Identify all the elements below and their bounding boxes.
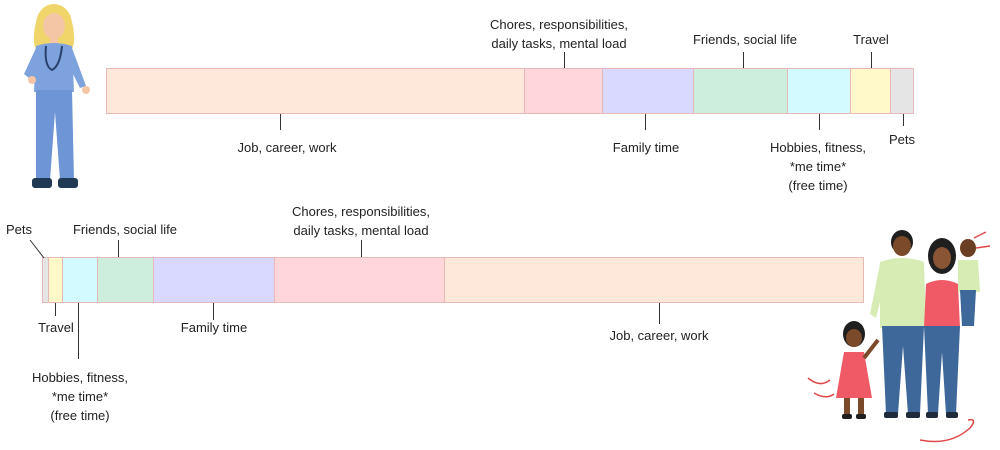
bottom-segment-chores — [275, 258, 446, 302]
bottom-time-bar — [42, 257, 864, 303]
bottom-segment-hobbies — [62, 258, 98, 302]
family-illustration — [807, 230, 991, 443]
bottom-tick-chores — [361, 240, 362, 257]
bottom-tick-job — [659, 303, 660, 324]
bottom-label-travel: Travel — [38, 320, 74, 335]
top-label-hobbies: Hobbies, fitness, *me time* (free time) — [770, 138, 866, 195]
bottom-segment-job — [445, 258, 863, 302]
top-label-pets: Pets — [888, 132, 916, 147]
doctor-woman-illustration — [24, 4, 90, 188]
top-tick-friends — [743, 52, 744, 68]
bottom-label-job: Job, career, work — [609, 328, 709, 343]
bottom-label-friends: Friends, social life — [72, 222, 178, 237]
top-segment-pets — [891, 69, 913, 113]
bottom-tick-family — [213, 303, 214, 320]
top-label-hobbies-line1: Hobbies, fitness, — [769, 140, 867, 155]
top-tick-hobbies — [819, 114, 820, 130]
bottom-segment-friends — [97, 258, 154, 302]
bottom-tick-pets — [29, 239, 45, 259]
bottom-segment-family — [153, 258, 276, 302]
bottom-tick-friends — [118, 240, 119, 257]
top-label-family: Family time — [612, 140, 680, 155]
bottom-label-hobbies: Hobbies, fitness, *me time* (free time) — [32, 368, 128, 425]
bottom-label-chores: Chores, responsibilities, daily tasks, m… — [292, 202, 430, 240]
bottom-label-hobbies-line3: (free time) — [50, 408, 110, 423]
top-label-job: Job, career, work — [237, 140, 337, 155]
top-segment-hobbies — [788, 69, 851, 113]
top-segment-friends — [694, 69, 788, 113]
top-label-hobbies-line3: (free time) — [788, 178, 848, 193]
bottom-label-chores-line2: daily tasks, mental load — [293, 223, 429, 238]
top-tick-job — [280, 114, 281, 130]
top-segment-job — [107, 69, 525, 113]
top-segment-family — [603, 69, 694, 113]
top-segment-chores — [525, 69, 603, 113]
bottom-segment-pets — [43, 258, 49, 302]
bottom-label-hobbies-line2: *me time* — [51, 389, 109, 404]
top-time-bar — [106, 68, 914, 114]
bottom-segment-travel — [48, 258, 63, 302]
bottom-tick-travel — [55, 303, 56, 316]
top-label-hobbies-line2: *me time* — [789, 159, 847, 174]
bottom-label-pets: Pets — [5, 222, 33, 237]
top-tick-chores — [564, 52, 565, 68]
top-label-chores: Chores, responsibilities, daily tasks, m… — [490, 15, 628, 53]
bottom-label-chores-line1: Chores, responsibilities, — [291, 204, 431, 219]
bottom-tick-hobbies — [78, 303, 79, 359]
top-tick-travel — [871, 52, 872, 68]
top-tick-family — [645, 114, 646, 130]
top-label-chores-line1: Chores, responsibilities, — [489, 17, 629, 32]
top-label-travel: Travel — [853, 32, 889, 47]
bottom-label-hobbies-line1: Hobbies, fitness, — [31, 370, 129, 385]
top-label-friends: Friends, social life — [692, 32, 798, 47]
top-label-chores-line2: daily tasks, mental load — [491, 36, 627, 51]
top-tick-pets — [903, 114, 904, 126]
top-segment-travel — [851, 69, 891, 113]
bottom-label-family: Family time — [180, 320, 248, 335]
